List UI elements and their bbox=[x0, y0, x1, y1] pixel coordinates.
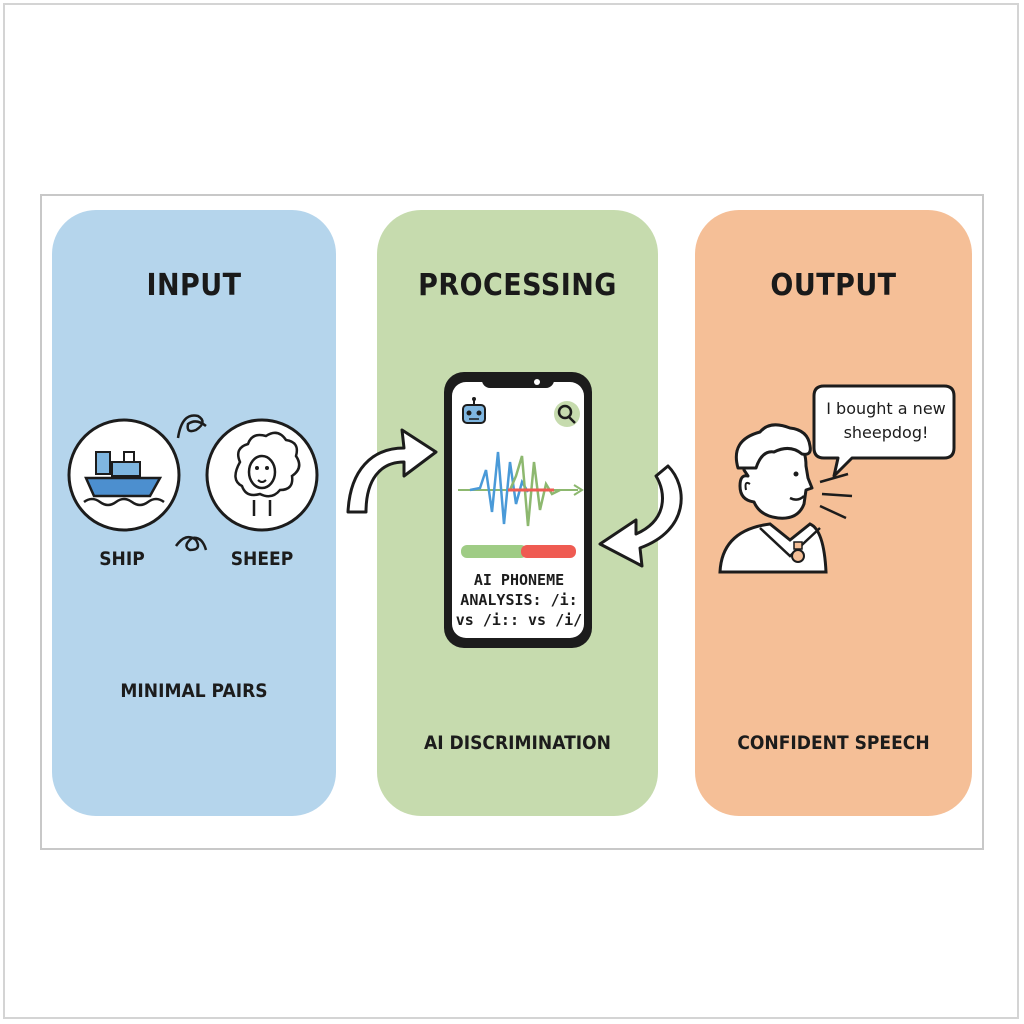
processing-title: PROCESSING bbox=[418, 268, 617, 303]
pronunciation-score-bar bbox=[461, 545, 576, 558]
outer-frame bbox=[3, 3, 1019, 1019]
output-title: OUTPUT bbox=[770, 268, 897, 303]
processing-caption: AI DISCRIMINATION bbox=[424, 732, 611, 754]
sheep-label: SHEEP bbox=[230, 548, 294, 570]
ship-label: SHIP bbox=[99, 548, 145, 570]
diagram-frame bbox=[40, 194, 984, 850]
phone-device bbox=[444, 372, 592, 648]
speaking-person-icon bbox=[718, 423, 853, 574]
swap-arrow-top-icon bbox=[176, 414, 207, 439]
swap-arrow-bottom-icon bbox=[174, 535, 208, 552]
output-caption: CONFIDENT SPEECH bbox=[737, 732, 930, 754]
speech-bubble-text: I bought a new sheepdog! bbox=[826, 399, 946, 442]
arrow-to-processing-icon bbox=[346, 428, 438, 514]
waveform-graphic bbox=[458, 451, 584, 527]
search-icon[interactable] bbox=[554, 401, 580, 427]
ship-icon bbox=[67, 418, 181, 532]
sheep-icon bbox=[205, 418, 319, 532]
arrow-from-output-icon bbox=[598, 464, 683, 568]
phone-analysis-text: AI PHONEME ANALYSIS: /i: vs /i:: vs /i/ bbox=[455, 571, 583, 629]
robot-icon bbox=[462, 397, 486, 424]
input-title: INPUT bbox=[146, 268, 242, 303]
speech-bubble bbox=[812, 384, 956, 478]
input-caption: MINIMAL PAIRS bbox=[120, 680, 268, 702]
